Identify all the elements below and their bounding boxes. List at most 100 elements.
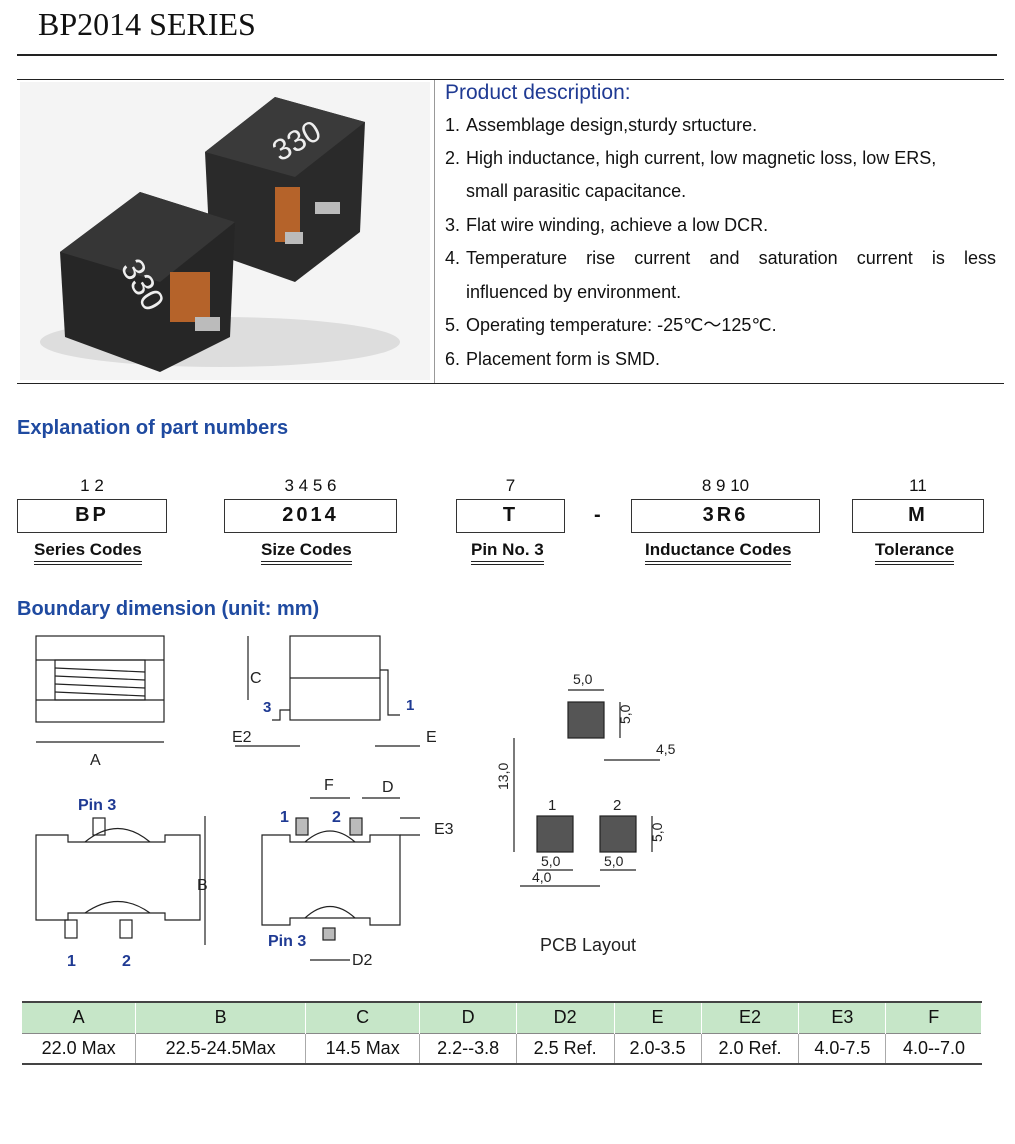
value-cell: 2.2--3.8 bbox=[419, 1032, 517, 1065]
item-text: High inductance, high current, low magne… bbox=[466, 148, 937, 168]
item-text: Flat wire winding, achieve a low DCR. bbox=[466, 215, 769, 235]
label-E: E bbox=[426, 729, 437, 746]
header-cell: C bbox=[305, 1001, 421, 1033]
item-number: 1. bbox=[445, 115, 461, 135]
label-D2: D2 bbox=[352, 952, 373, 969]
pin-code-box: T bbox=[456, 499, 565, 533]
dimension-table: A B C D D2 E E2 E3 F 22.0 Max 22.5-24.5M… bbox=[22, 1001, 982, 1065]
title-divider bbox=[17, 54, 997, 56]
description-item-cont: small parasitic capacitance. bbox=[466, 181, 687, 201]
value-cell: 14.5 Max bbox=[305, 1032, 421, 1065]
side-view-drawing: C 3 1 E2 E bbox=[232, 635, 437, 747]
page-title: BP2014 SERIES bbox=[38, 6, 256, 42]
pcb-top-width: 5,0 bbox=[573, 671, 593, 687]
description-title: Product description: bbox=[445, 81, 631, 104]
pcb-spacing: 4,0 bbox=[532, 869, 552, 885]
box-bottom-border bbox=[17, 383, 1004, 384]
label-C: C bbox=[250, 670, 262, 687]
header-cell: B bbox=[135, 1001, 306, 1033]
description-item: 6.Placement form is SMD. bbox=[445, 343, 997, 376]
series-codes-label: Series Codes bbox=[34, 540, 142, 565]
label-F: F bbox=[324, 777, 334, 794]
item-number: 6. bbox=[445, 349, 461, 369]
pcb-caption: PCB Layout bbox=[540, 935, 636, 955]
item-text: Assemblage design,sturdy srtucture. bbox=[466, 115, 758, 135]
pcb-height: 13,0 bbox=[495, 763, 511, 790]
pad-1-label: 1 bbox=[280, 809, 289, 826]
pin-1-label: 1 bbox=[67, 953, 76, 970]
label-E3: E3 bbox=[434, 821, 454, 838]
description-item: 4.Temperature rise current and saturatio… bbox=[445, 242, 997, 275]
pin-1-number: 1 bbox=[406, 697, 414, 714]
dimension-drawings: A C 3 1 E2 E Pin 3 B 1 2 F D E3 1 2 Pin … bbox=[35, 635, 676, 970]
product-photo: 330 330 bbox=[20, 82, 430, 380]
part-numbers-heading: Explanation of part numbers bbox=[17, 417, 289, 439]
inductor-back: 330 bbox=[205, 97, 365, 282]
position-numbers: 1 2 bbox=[80, 476, 104, 495]
header-cell: E bbox=[614, 1001, 702, 1033]
position-numbers: 11 bbox=[909, 476, 927, 495]
pin-3-number: 3 bbox=[263, 699, 271, 716]
tolerance-code-box: M bbox=[852, 499, 984, 533]
label-E2: E2 bbox=[232, 729, 252, 746]
value-cell: 4.0--7.0 bbox=[885, 1032, 982, 1065]
inductance-code-box: 3R6 bbox=[631, 499, 820, 533]
bottom-view-drawing: Pin 3 B 1 2 bbox=[35, 797, 208, 970]
item-number: 4. bbox=[445, 248, 461, 268]
description-item: 3.Flat wire winding, achieve a low DCR. bbox=[445, 209, 997, 242]
pcb-pad-1: 1 bbox=[548, 797, 556, 814]
size-codes-label: Size Codes bbox=[261, 540, 352, 565]
value-cell: 22.0 Max bbox=[22, 1032, 137, 1065]
table-row: 22.0 Max 22.5-24.5Max 14.5 Max 2.2--3.8 … bbox=[22, 1032, 982, 1065]
pad-2-label: 2 bbox=[332, 809, 341, 826]
item-text: Placement form is SMD. bbox=[466, 349, 661, 369]
pcb-pad-2: 2 bbox=[613, 797, 621, 814]
pcb-top-height: 5,0 bbox=[617, 704, 633, 724]
pcb-pad-2-width: 5,0 bbox=[604, 853, 624, 869]
description-item: 2.High inductance, high current, low mag… bbox=[445, 142, 997, 175]
pcb-layout-drawing: 5,0 5,0 4,5 13,0 1 2 5,0 5,0 5,0 4,0 PCB… bbox=[495, 671, 676, 955]
item-number: 2. bbox=[445, 148, 461, 168]
item-text: Operating temperature: -25℃～125℃. bbox=[466, 315, 777, 335]
table-header-row: A B C D D2 E E2 E3 F bbox=[22, 1001, 982, 1033]
tolerance-label: Tolerance bbox=[875, 540, 955, 565]
header-cell: F bbox=[885, 1001, 982, 1033]
pcb-pad-height: 5,0 bbox=[649, 822, 665, 842]
size-code-box: 2014 bbox=[224, 499, 397, 533]
label-D: D bbox=[382, 779, 394, 796]
value-cell: 4.0-7.5 bbox=[798, 1032, 887, 1065]
position-numbers: 3 4 5 6 bbox=[284, 476, 337, 495]
header-cell: D2 bbox=[516, 1001, 615, 1033]
description-item-cont: influenced by environment. bbox=[466, 282, 682, 302]
header-cell: E3 bbox=[798, 1001, 887, 1033]
pcb-pad-1-width: 5,0 bbox=[541, 853, 561, 869]
item-number: 5. bbox=[445, 315, 461, 335]
header-cell: E2 bbox=[701, 1001, 800, 1033]
label-A: A bbox=[90, 752, 101, 769]
header-cell: A bbox=[22, 1001, 137, 1033]
pin-2-label: 2 bbox=[122, 953, 131, 970]
box-divider bbox=[434, 80, 435, 383]
pin-3-label-b: Pin 3 bbox=[268, 933, 306, 950]
item-text: Temperature rise current and saturation … bbox=[466, 248, 996, 268]
item-number: 3. bbox=[445, 215, 461, 235]
value-cell: 2.0-3.5 bbox=[614, 1032, 702, 1065]
pin-no-label: Pin No. 3 bbox=[471, 540, 544, 565]
description-item: 5.Operating temperature: -25℃～125℃. bbox=[445, 309, 997, 342]
boundary-heading: Boundary dimension (unit: mm) bbox=[17, 598, 320, 620]
pcb-gap: 4,5 bbox=[656, 741, 676, 757]
label-B: B bbox=[197, 877, 208, 894]
value-cell: 2.5 Ref. bbox=[516, 1032, 615, 1065]
position-numbers: 8 9 10 bbox=[701, 476, 750, 495]
inductance-codes-label: Inductance Codes bbox=[645, 540, 792, 565]
pad-view-drawing: F D E3 1 2 Pin 3 D2 bbox=[261, 777, 454, 969]
dash-separator: - bbox=[594, 504, 601, 526]
value-cell: 2.0 Ref. bbox=[701, 1032, 800, 1065]
value-cell: 22.5-24.5Max bbox=[135, 1032, 306, 1065]
inductor-front: 330 bbox=[60, 192, 235, 372]
position-numbers: 7 bbox=[505, 476, 516, 495]
pin-3-label: Pin 3 bbox=[78, 797, 116, 814]
header-cell: D bbox=[419, 1001, 517, 1033]
description-item: 1.Assemblage design,sturdy srtucture. bbox=[445, 109, 997, 142]
series-code-box: BP bbox=[17, 499, 167, 533]
